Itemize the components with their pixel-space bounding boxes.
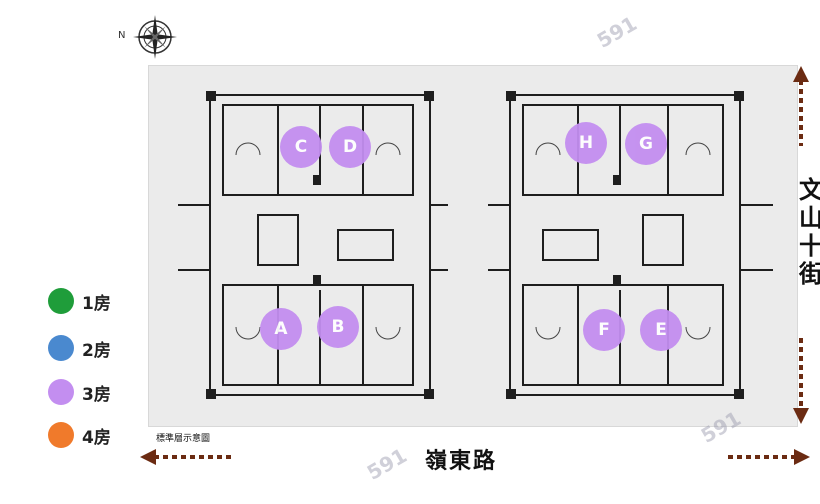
unit-marker-h[interactable]: H — [565, 122, 607, 164]
road-arrow-right-icon — [728, 449, 810, 465]
unit-marker-c[interactable]: C — [280, 126, 322, 168]
unit-marker-f[interactable]: F — [583, 309, 625, 351]
plan-caption: 標準層示意圖 — [156, 434, 211, 444]
legend-label: 3房 — [82, 384, 111, 405]
unit-marker-a[interactable]: A — [260, 308, 302, 350]
legend-dot-orange-icon — [48, 422, 74, 448]
floor-plan-drawing — [178, 91, 773, 399]
unit-marker-d[interactable]: D — [329, 126, 371, 168]
legend-label: 2房 — [82, 340, 111, 361]
unit-marker-e[interactable]: E — [640, 309, 682, 351]
legend-label: 4房 — [82, 427, 111, 448]
road-label: 嶺東路 — [425, 449, 498, 474]
street-arrow-up-icon — [793, 66, 809, 146]
unit-marker-g[interactable]: G — [625, 123, 667, 165]
legend-dot-purple-icon — [48, 379, 74, 405]
compass-north-label: N — [118, 30, 126, 41]
legend-dot-green-icon — [48, 288, 74, 314]
floor-plan-image — [148, 65, 798, 427]
legend-item-2-room: 2房 — [48, 335, 111, 361]
watermark: 591 — [362, 443, 411, 485]
legend-item-4-room: 4房 — [48, 422, 111, 448]
legend-label: 1房 — [82, 293, 111, 314]
watermark: 591 — [592, 11, 641, 53]
legend-item-3-room: 3房 — [48, 379, 111, 405]
legend-item-1-room: 1房 — [48, 288, 111, 314]
street-arrow-down-icon — [793, 338, 809, 424]
compass-rose-icon: N — [118, 12, 184, 62]
legend-dot-blue-icon — [48, 335, 74, 361]
unit-marker-b[interactable]: B — [317, 306, 359, 348]
street-label: 文山十街 — [799, 176, 820, 288]
road-arrow-left-icon — [140, 449, 232, 465]
